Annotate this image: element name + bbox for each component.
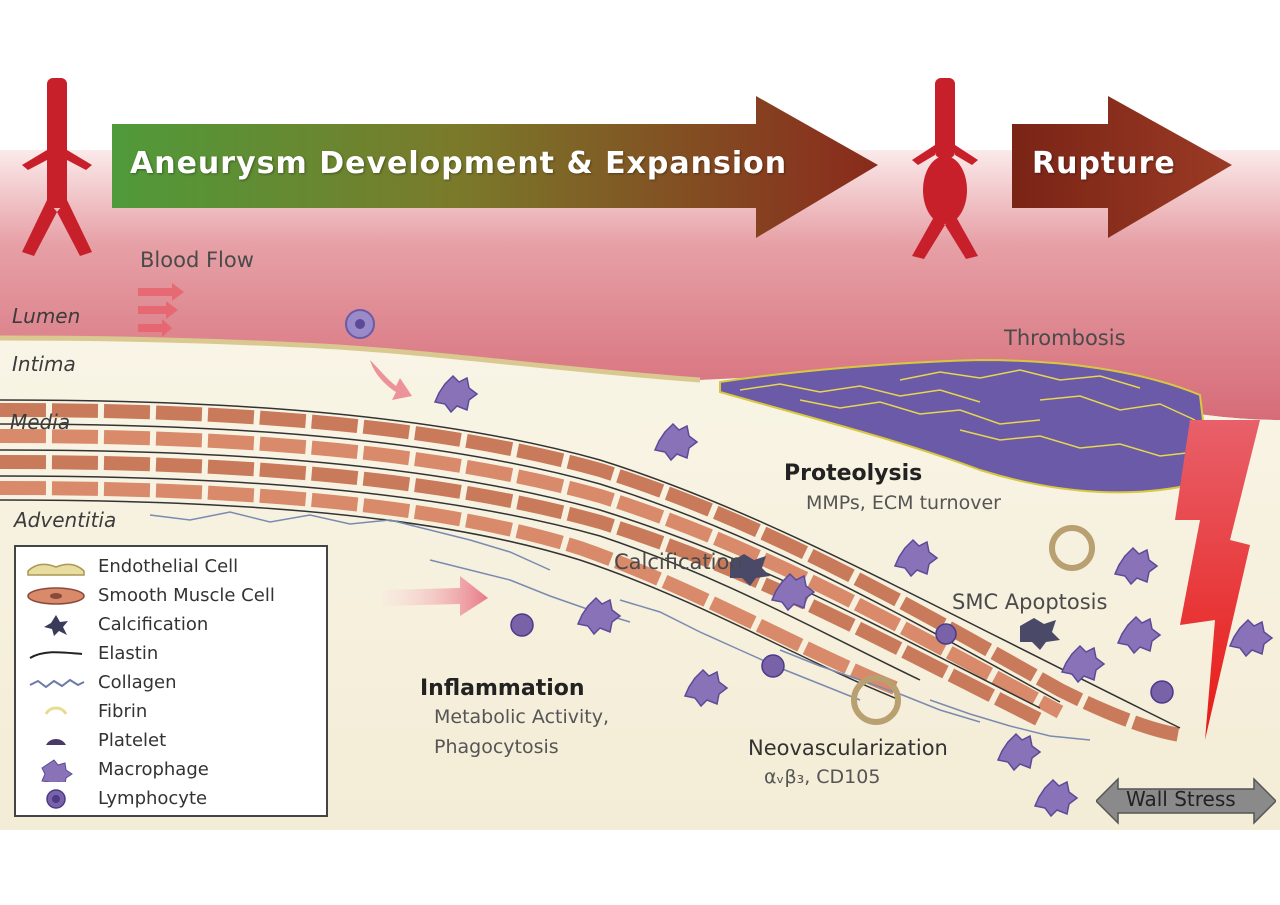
wall-stress-label: Wall Stress <box>1126 787 1236 811</box>
endothelial-cell-icon <box>27 563 85 576</box>
calcification-deposits <box>730 554 1060 650</box>
legend-item: Endothelial Cell <box>16 553 326 582</box>
legend-item: Fibrin <box>16 698 326 727</box>
inflammation-detail-1: Metabolic Activity, <box>434 706 609 728</box>
legend-item: Collagen <box>16 669 326 698</box>
lumen-label: Lumen <box>12 304 81 328</box>
legend-label: Endothelial Cell <box>98 556 239 577</box>
legend-label: Macrophage <box>98 759 209 780</box>
lymphocyte-icon <box>46 789 66 809</box>
legend-label: Smooth Muscle Cell <box>98 585 275 606</box>
rupture-stage-label: Rupture <box>1032 146 1176 181</box>
wall-stress-arrow: Wall Stress <box>1094 777 1278 829</box>
legend: Endothelial Cell Smooth Muscle Cell Calc… <box>14 545 328 817</box>
legend-item: Lymphocyte <box>16 785 326 814</box>
smc-apoptosis-label: SMC Apoptosis <box>952 590 1108 614</box>
inflammation-label: Inflammation <box>420 676 585 701</box>
legend-item: Calcification <box>16 611 326 640</box>
elastin-icon <box>29 651 83 659</box>
development-arrow <box>112 96 878 238</box>
legend-label: Collagen <box>98 672 177 693</box>
macrophage-cells <box>433 374 1274 818</box>
aneurysm-artery-icon <box>912 78 978 259</box>
legend-label: Lymphocyte <box>98 788 208 809</box>
rupture-tear <box>1175 420 1260 740</box>
infiltration-arrow <box>370 360 412 400</box>
inflammation-arrow <box>382 576 488 616</box>
legend-label: Platelet <box>98 730 167 751</box>
wall-lymphocytes <box>510 613 1174 704</box>
legend-label: Calcification <box>98 614 209 635</box>
media-layer <box>0 399 1182 742</box>
healthy-artery-icon <box>22 78 92 256</box>
neovascularization-detail: αᵥβ₃, CD105 <box>764 766 881 788</box>
proteolysis-label: Proteolysis <box>784 461 923 486</box>
legend-item: Smooth Muscle Cell <box>16 582 326 611</box>
calcification-label: Calcification <box>614 550 743 574</box>
blood-flow-arrows <box>138 283 184 337</box>
fibrin-icon <box>44 706 68 715</box>
smooth-muscle-cell-icon <box>27 587 85 605</box>
thrombus-texture <box>739 369 1196 457</box>
neovascularization-label: Neovascularization <box>748 736 948 760</box>
adventitia-label: Adventitia <box>14 508 117 532</box>
lymphocyte-cell <box>345 309 375 339</box>
media-label: Media <box>10 410 71 434</box>
legend-label: Fibrin <box>98 701 148 722</box>
blood-flow-label: Blood Flow <box>140 248 254 272</box>
legend-item: Elastin <box>16 640 326 669</box>
proteolysis-detail: MMPs, ECM turnover <box>806 492 1001 514</box>
macrophage-icon <box>41 759 73 782</box>
legend-item: Macrophage <box>16 756 326 785</box>
legend-label: Elastin <box>98 643 159 664</box>
collagen-icon <box>29 678 85 689</box>
rupture-arrow <box>1012 96 1232 238</box>
development-stage-label: Aneurysm Development & Expansion <box>130 146 788 181</box>
inflammation-detail-2: Phagocytosis <box>434 736 559 758</box>
thrombosis-label: Thrombosis <box>1004 326 1126 350</box>
calcification-icon <box>44 615 68 636</box>
platelet-icon <box>46 739 66 745</box>
intima-label: Intima <box>12 352 76 376</box>
legend-item: Platelet <box>16 727 326 756</box>
neovessels <box>851 525 1095 725</box>
lumen-region <box>0 150 1280 420</box>
endothelial-layer <box>0 335 701 383</box>
